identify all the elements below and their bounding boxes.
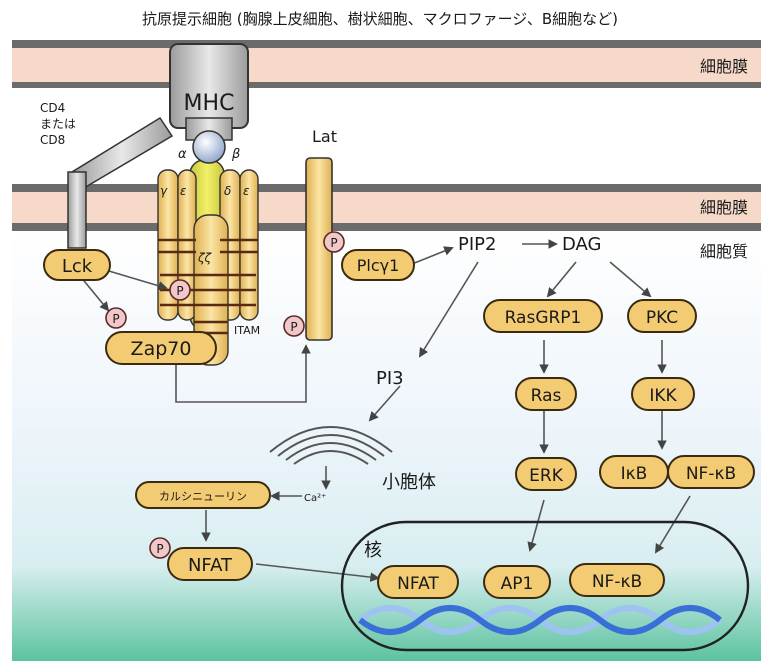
epsilon2-label: ε bbox=[243, 184, 250, 198]
svg-text:NFAT: NFAT bbox=[188, 555, 233, 576]
nucleus-label: 核 bbox=[364, 540, 382, 561]
t-cell-membrane bbox=[12, 184, 761, 231]
svg-text:IKK: IKK bbox=[649, 386, 677, 406]
rasgrp1-box: RasGRP1 bbox=[484, 300, 602, 332]
phospho-itam: P bbox=[170, 280, 190, 300]
cd8-label: CD8 bbox=[40, 133, 65, 147]
phospho-plcg1: P bbox=[324, 232, 344, 252]
svg-text:P: P bbox=[330, 236, 337, 250]
zeta-label: ζζ bbox=[197, 251, 213, 265]
nfat-cytoplasm-box: NFAT bbox=[168, 548, 252, 580]
lat-label: Lat bbox=[312, 127, 337, 146]
alpha-label: α bbox=[178, 147, 187, 162]
beta-label: β bbox=[231, 147, 240, 162]
apc-membrane-label: 細胞膜 bbox=[700, 57, 748, 76]
svg-text:NFAT: NFAT bbox=[397, 574, 439, 594]
lck-box: Lck bbox=[44, 250, 110, 280]
nfat-nucleus-box: NFAT bbox=[378, 566, 458, 598]
or-label: または bbox=[40, 117, 76, 131]
pip2-label: PIP2 bbox=[458, 234, 496, 255]
erk-box: ERK bbox=[516, 458, 576, 490]
ras-box: Ras bbox=[516, 378, 576, 410]
antigen-peptide bbox=[193, 131, 225, 163]
ikk-box: IKK bbox=[632, 378, 694, 410]
apc-membrane bbox=[12, 40, 761, 88]
svg-text:AP1: AP1 bbox=[501, 574, 534, 594]
svg-text:ERK: ERK bbox=[529, 466, 564, 486]
svg-text:P: P bbox=[290, 320, 297, 334]
calcium-label: Ca²⁺ bbox=[304, 493, 326, 504]
svg-text:P: P bbox=[156, 542, 163, 556]
svg-text:カルシニューリン: カルシニューリン bbox=[159, 490, 247, 503]
svg-text:NF-κB: NF-κB bbox=[592, 572, 642, 592]
zap70-box: Zap70 bbox=[106, 332, 216, 364]
phospho-zap70: P bbox=[106, 308, 126, 328]
cytoplasm-label: 細胞質 bbox=[700, 242, 748, 261]
ap1-box: AP1 bbox=[484, 566, 550, 598]
itam-label: ITAM bbox=[234, 324, 260, 337]
svg-text:IκB: IκB bbox=[621, 464, 648, 484]
calcineurin-box: カルシニューリン bbox=[136, 482, 270, 508]
svg-text:PKC: PKC bbox=[646, 308, 678, 328]
svg-text:P: P bbox=[112, 312, 119, 326]
svg-text:Zap70: Zap70 bbox=[131, 338, 192, 360]
svg-text:Ras: Ras bbox=[531, 386, 562, 406]
nfkb-nucleus-box: NF-κB bbox=[570, 564, 664, 596]
plcg1-box: Plcγ1 bbox=[342, 250, 414, 280]
epsilon1-label: ε bbox=[180, 184, 187, 198]
svg-text:NF-κB: NF-κB bbox=[686, 464, 736, 484]
delta-label: δ bbox=[224, 184, 231, 198]
pkc-box: PKC bbox=[628, 300, 696, 332]
t-membrane-label: 細胞膜 bbox=[700, 198, 748, 217]
svg-text:Plcγ1: Plcγ1 bbox=[357, 256, 400, 275]
nfkb-box: NF-κB bbox=[668, 456, 754, 488]
svg-text:RasGRP1: RasGRP1 bbox=[505, 308, 582, 328]
dag-label: DAG bbox=[562, 234, 602, 255]
cd4-label: CD4 bbox=[40, 101, 65, 115]
svg-text:Lck: Lck bbox=[62, 256, 93, 277]
ikb-box: IκB bbox=[600, 456, 668, 488]
svg-text:P: P bbox=[176, 284, 183, 298]
header-title: 抗原提示細胞 (胸腺上皮細胞、樹状細胞、マクロファージ、B細胞など) bbox=[142, 10, 618, 28]
phospho-nfat: P bbox=[150, 538, 170, 558]
er-label: 小胞体 bbox=[382, 472, 436, 493]
pi3-label: PI3 bbox=[376, 368, 404, 389]
gamma-label: γ bbox=[160, 184, 168, 198]
mhc-label: MHC bbox=[184, 91, 235, 116]
phospho-lat: P bbox=[284, 316, 304, 336]
